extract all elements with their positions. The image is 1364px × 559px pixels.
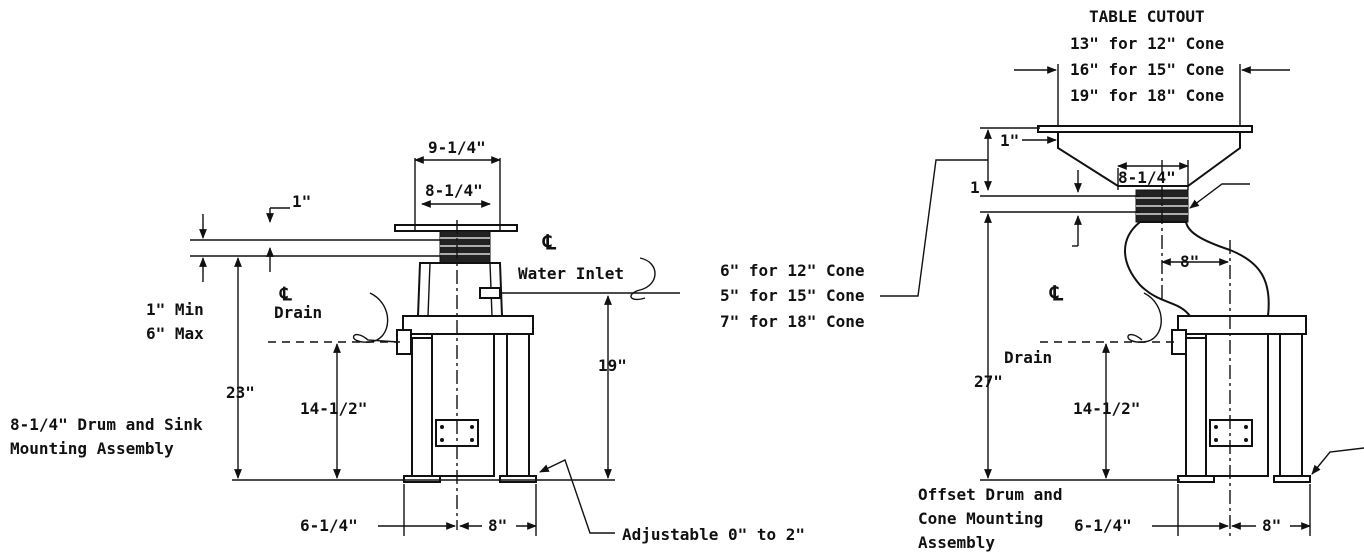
left-min-label: 1" Min [146, 300, 204, 319]
left-labels: 9-1/4" 8-1/4" 1" ℄ Water Inlet ℄ Drain 1… [10, 138, 805, 544]
right-drain-height: 14-1/2" [1073, 399, 1140, 418]
right-assembly-line2: Cone Mounting [918, 509, 1043, 528]
left-adjustable-label: Adjustable 0" to 2" [622, 525, 805, 544]
left-centerline-mark: ℄ [542, 230, 557, 254]
right-cutout-15: 16" for 15" Cone [1070, 60, 1224, 79]
right-motor [1205, 333, 1269, 477]
right-motor-band [1177, 315, 1307, 335]
left-drain-label: Drain [274, 303, 322, 322]
right-labels: TABLE CUTOUT 13" for 12" Cone 16" for 15… [720, 7, 1281, 552]
left-sink-flange [394, 224, 518, 232]
right-overall-height: 27" [974, 372, 1003, 391]
right-drum-height: 1 [970, 178, 980, 197]
left-left-offset: 6-1/4" [300, 516, 358, 535]
left-max-label: 6" Max [146, 324, 204, 343]
right-cone-15: 5" for 15" Cone [720, 286, 865, 305]
right-drain-label: Drain [1004, 348, 1052, 367]
left-assembly-line1: 8-1/4" Drum and Sink [10, 415, 203, 434]
right-cutout-18: 19" for 18" Cone [1070, 86, 1224, 105]
right-assembly-line3: Assembly [918, 533, 995, 552]
right-disposer-drawing [880, 64, 1364, 540]
left-inlet-height: 19" [598, 356, 627, 375]
right-cone-18: 7" for 18" Cone [720, 312, 865, 331]
left-flange-height: 1" [292, 192, 311, 211]
right-assembly-line1: Offset Drum and [918, 485, 1063, 504]
right-centerline-mark: ℄ [1049, 281, 1064, 305]
left-drain-height: 14-1/2" [300, 399, 367, 418]
left-drain-cl: ℄ [279, 284, 292, 305]
right-offset: 8" [1180, 252, 1199, 271]
right-cone-12: 6" for 12" Cone [720, 261, 865, 280]
left-motor [431, 333, 495, 477]
left-top-width: 9-1/4" [428, 138, 486, 157]
right-left-offset: 6-1/4" [1074, 516, 1132, 535]
right-drum-width: 8-1/4" [1118, 168, 1176, 187]
left-drum-width: 8-1/4" [425, 181, 483, 200]
left-overall-height: 23" [226, 383, 255, 402]
right-table-cutout-title: TABLE CUTOUT [1089, 7, 1205, 26]
right-right-offset: 8" [1262, 516, 1281, 535]
left-right-offset: 8" [488, 516, 507, 535]
left-water-inlet-label: Water Inlet [518, 264, 624, 283]
right-flange-height: 1" [1000, 131, 1019, 150]
left-motor-band [402, 315, 534, 335]
left-disposer-drawing [190, 156, 680, 536]
left-leg-b [506, 333, 530, 479]
left-drum [439, 230, 491, 264]
right-cutout-12: 13" for 12" Cone [1070, 34, 1224, 53]
right-leg-b [1279, 333, 1303, 479]
left-assembly-line2: Mounting Assembly [10, 439, 174, 458]
